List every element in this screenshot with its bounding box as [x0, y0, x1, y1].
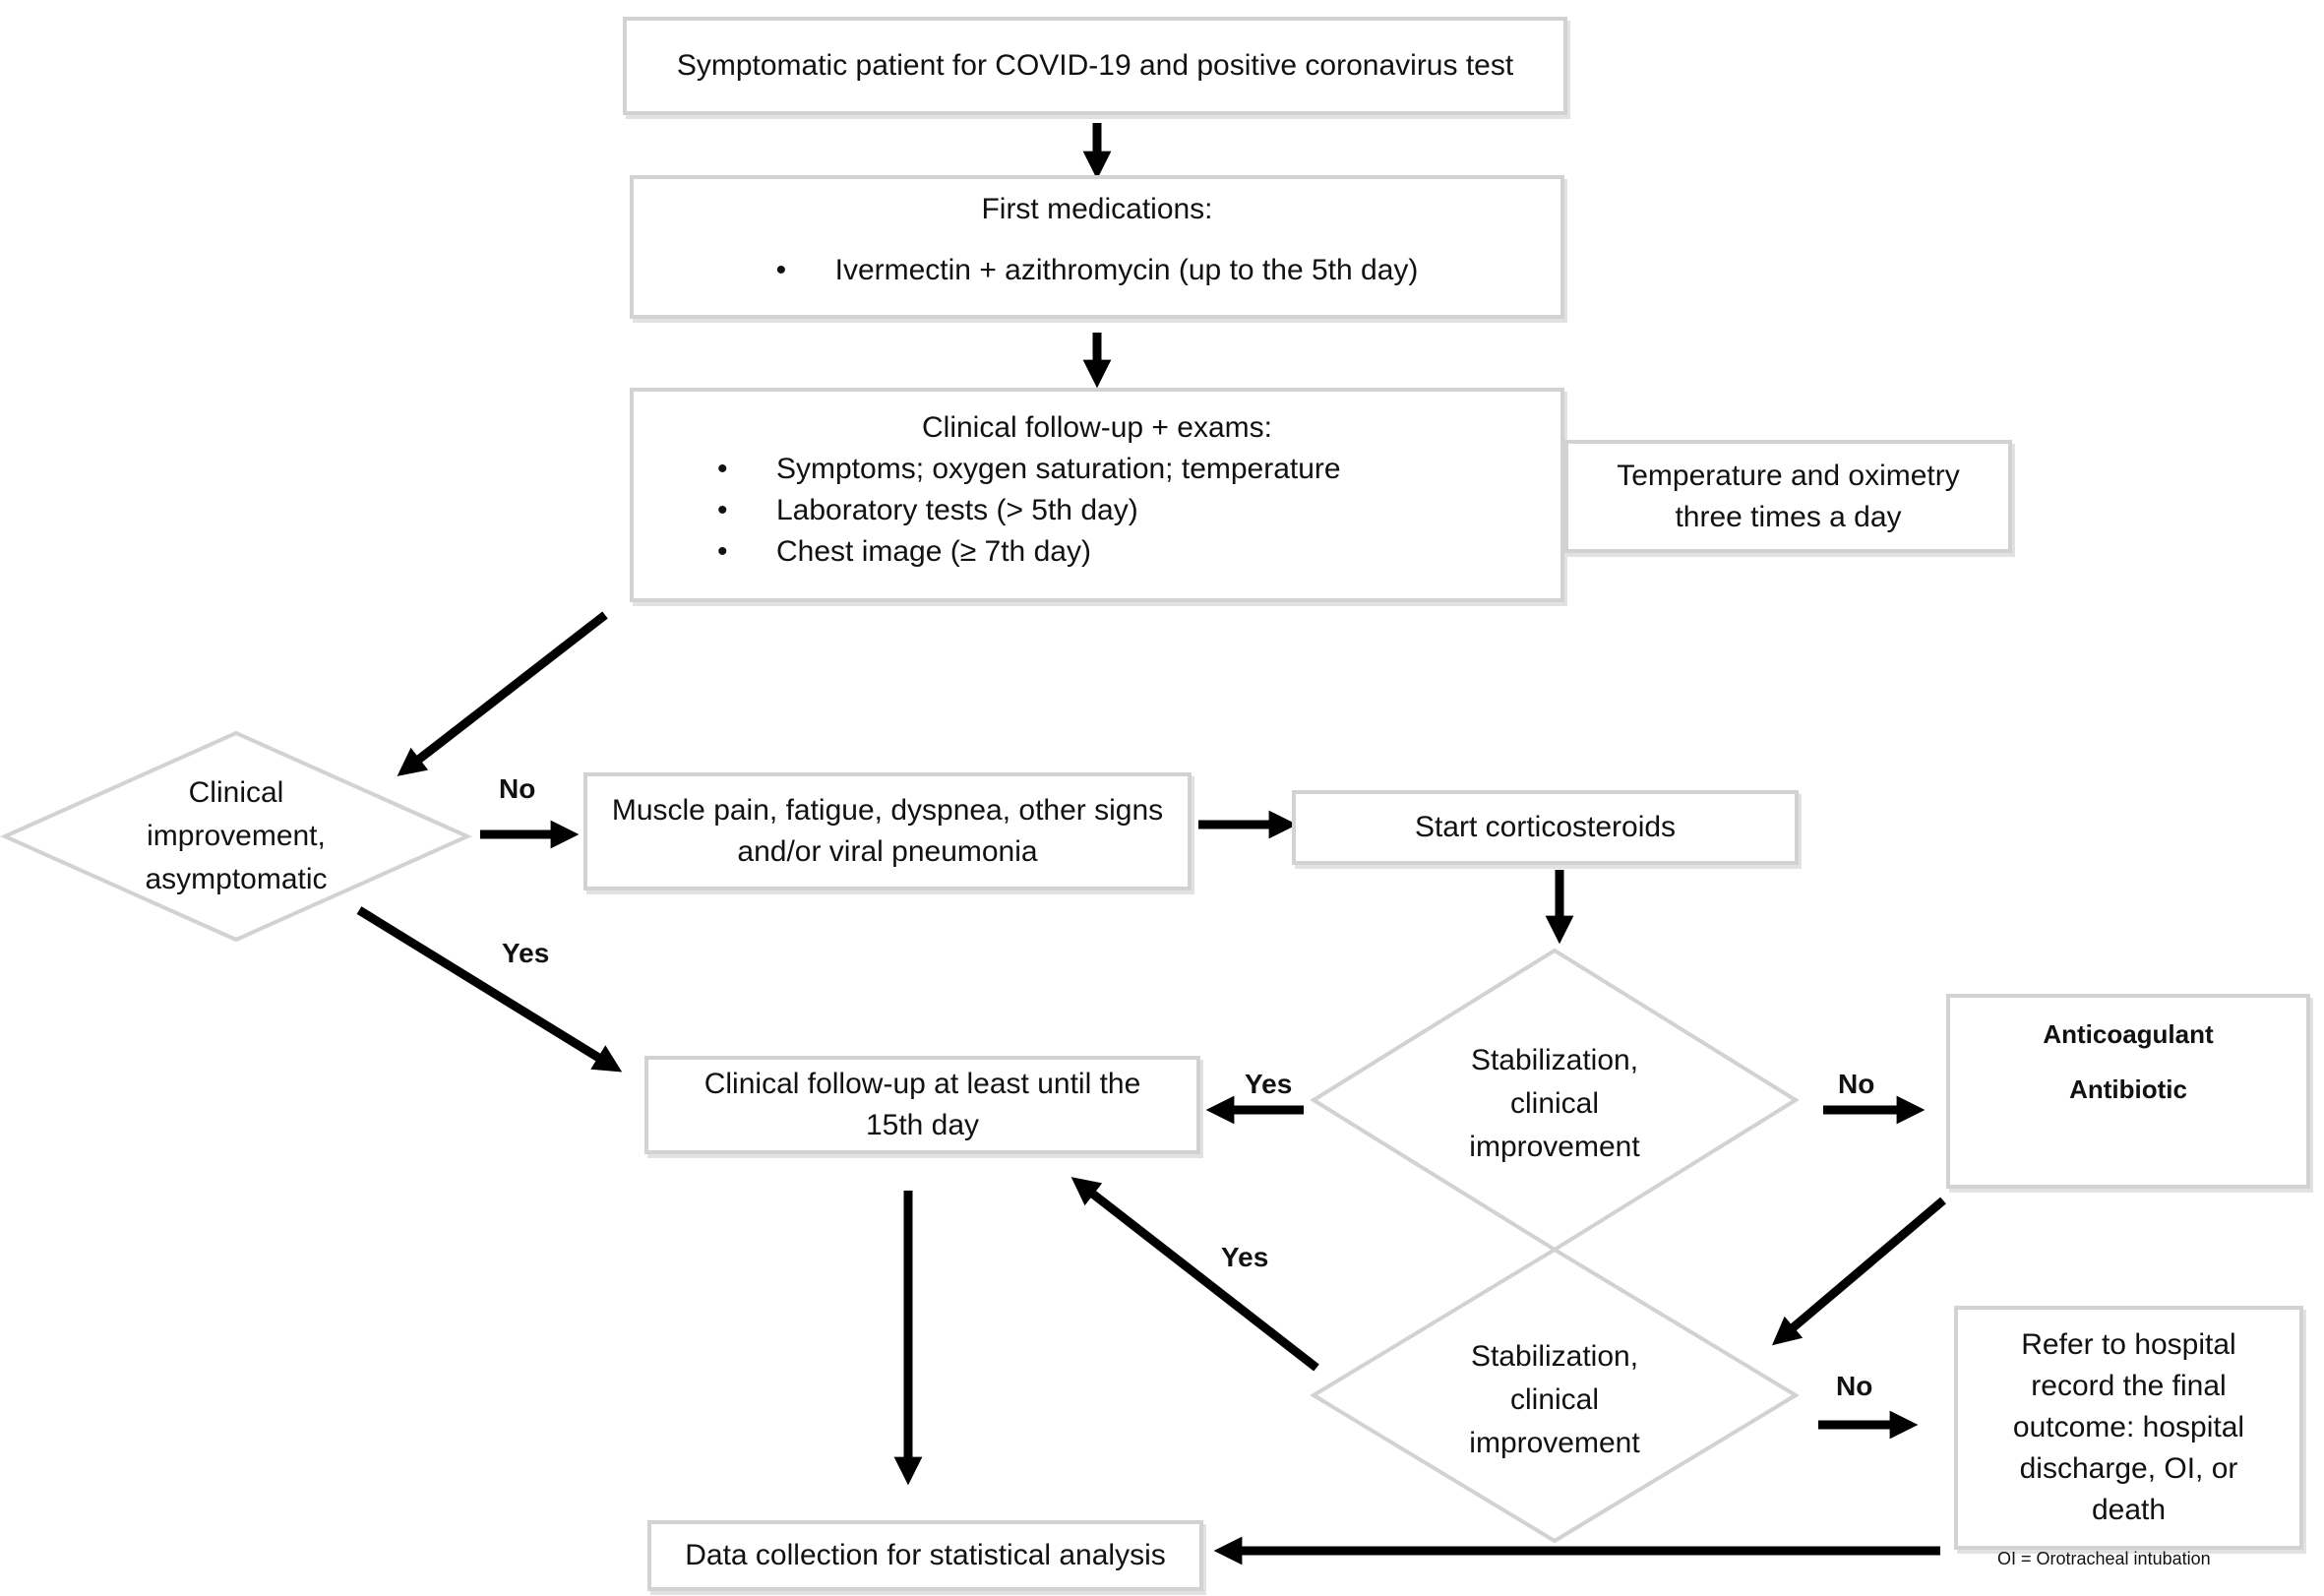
corticosteroids-text: Start corticosteroids: [1414, 811, 1677, 843]
arrow-decision1-yes: [356, 906, 623, 1073]
symptoms-text: Muscle pain, fatigue, dyspnea, other sig…: [611, 794, 1164, 868]
start-box: Symptomatic patient for COVID-19 and pos…: [623, 17, 1567, 115]
footnote: OI = Orotracheal intubation: [1997, 1549, 2211, 1568]
followup-exams-item: Chest image (≥ 7th day): [717, 531, 1341, 573]
antibiotic-text: Antibiotic: [2069, 1074, 2187, 1104]
arrow-treatment-to-decision3: [1772, 1197, 1946, 1346]
followup-exams-list: Symptoms; oxygen saturation; temperature…: [717, 449, 1341, 573]
edge-label-d2-no: No: [1838, 1069, 1875, 1099]
edge-label-d1-yes: Yes: [502, 938, 550, 968]
decision-2-label: Stabilization, clinical improvement: [1469, 1044, 1640, 1163]
symptoms-box: Muscle pain, fatigue, dyspnea, other sig…: [583, 772, 1192, 890]
followup-15th-day-box: Clinical follow-up at least until the 15…: [644, 1056, 1200, 1154]
corticosteroids-box: Start corticosteroids: [1292, 790, 1799, 865]
edge-label-d2-yes: Yes: [1245, 1069, 1293, 1099]
followup-exams-title: Clinical follow-up + exams:: [922, 411, 1272, 444]
first-medications-item: Ivermectin + azithromycin (up to the 5th…: [776, 250, 1419, 291]
followup-15th-day-text: Clinical follow-up at least until the 15…: [703, 1068, 1141, 1141]
refer-hospital-text: Refer to hospital record the final outco…: [2012, 1328, 2245, 1526]
temperature-oximetry-text: Temperature and oximetry three times a d…: [1617, 459, 1960, 533]
start-text: Symptomatic patient for COVID-19 and pos…: [676, 49, 1514, 82]
temperature-oximetry-box: Temperature and oximetry three times a d…: [1564, 440, 2012, 553]
edge-label-d3-no: No: [1836, 1371, 1873, 1401]
refer-hospital-box: Refer to hospital record the final outco…: [1954, 1306, 2303, 1550]
data-collection-box: Data collection for statistical analysis: [647, 1520, 1203, 1591]
decision-diamond-3: [1310, 1247, 1800, 1544]
followup-exams-box: Clinical follow-up + exams: Symptoms; ox…: [630, 388, 1564, 602]
first-medications-list: Ivermectin + azithromycin (up to the 5th…: [776, 250, 1419, 291]
edge-label-d3-yes: Yes: [1221, 1242, 1269, 1272]
data-collection-text: Data collection for statistical analysis: [685, 1539, 1166, 1571]
followup-exams-item: Symptoms; oxygen saturation; temperature: [717, 449, 1341, 490]
decision-diamond-1: [0, 730, 472, 943]
edge-label-d1-no: No: [499, 773, 536, 804]
arrow-decision3-yes: [1070, 1177, 1319, 1372]
first-medications-title: First medications:: [981, 193, 1213, 225]
arrow-followup-to-decision1: [397, 611, 608, 776]
treatment-box: Anticoagulant Antibiotic: [1946, 994, 2310, 1189]
decision-1-label: Clinical improvement, asymptomatic: [145, 776, 328, 895]
decision-3-label: Stabilization, clinical improvement: [1469, 1340, 1640, 1459]
followup-exams-item: Laboratory tests (> 5th day): [717, 490, 1341, 531]
anticoagulant-text: Anticoagulant: [2043, 1019, 2214, 1049]
first-medications-box: First medications: Ivermectin + azithrom…: [630, 175, 1564, 319]
